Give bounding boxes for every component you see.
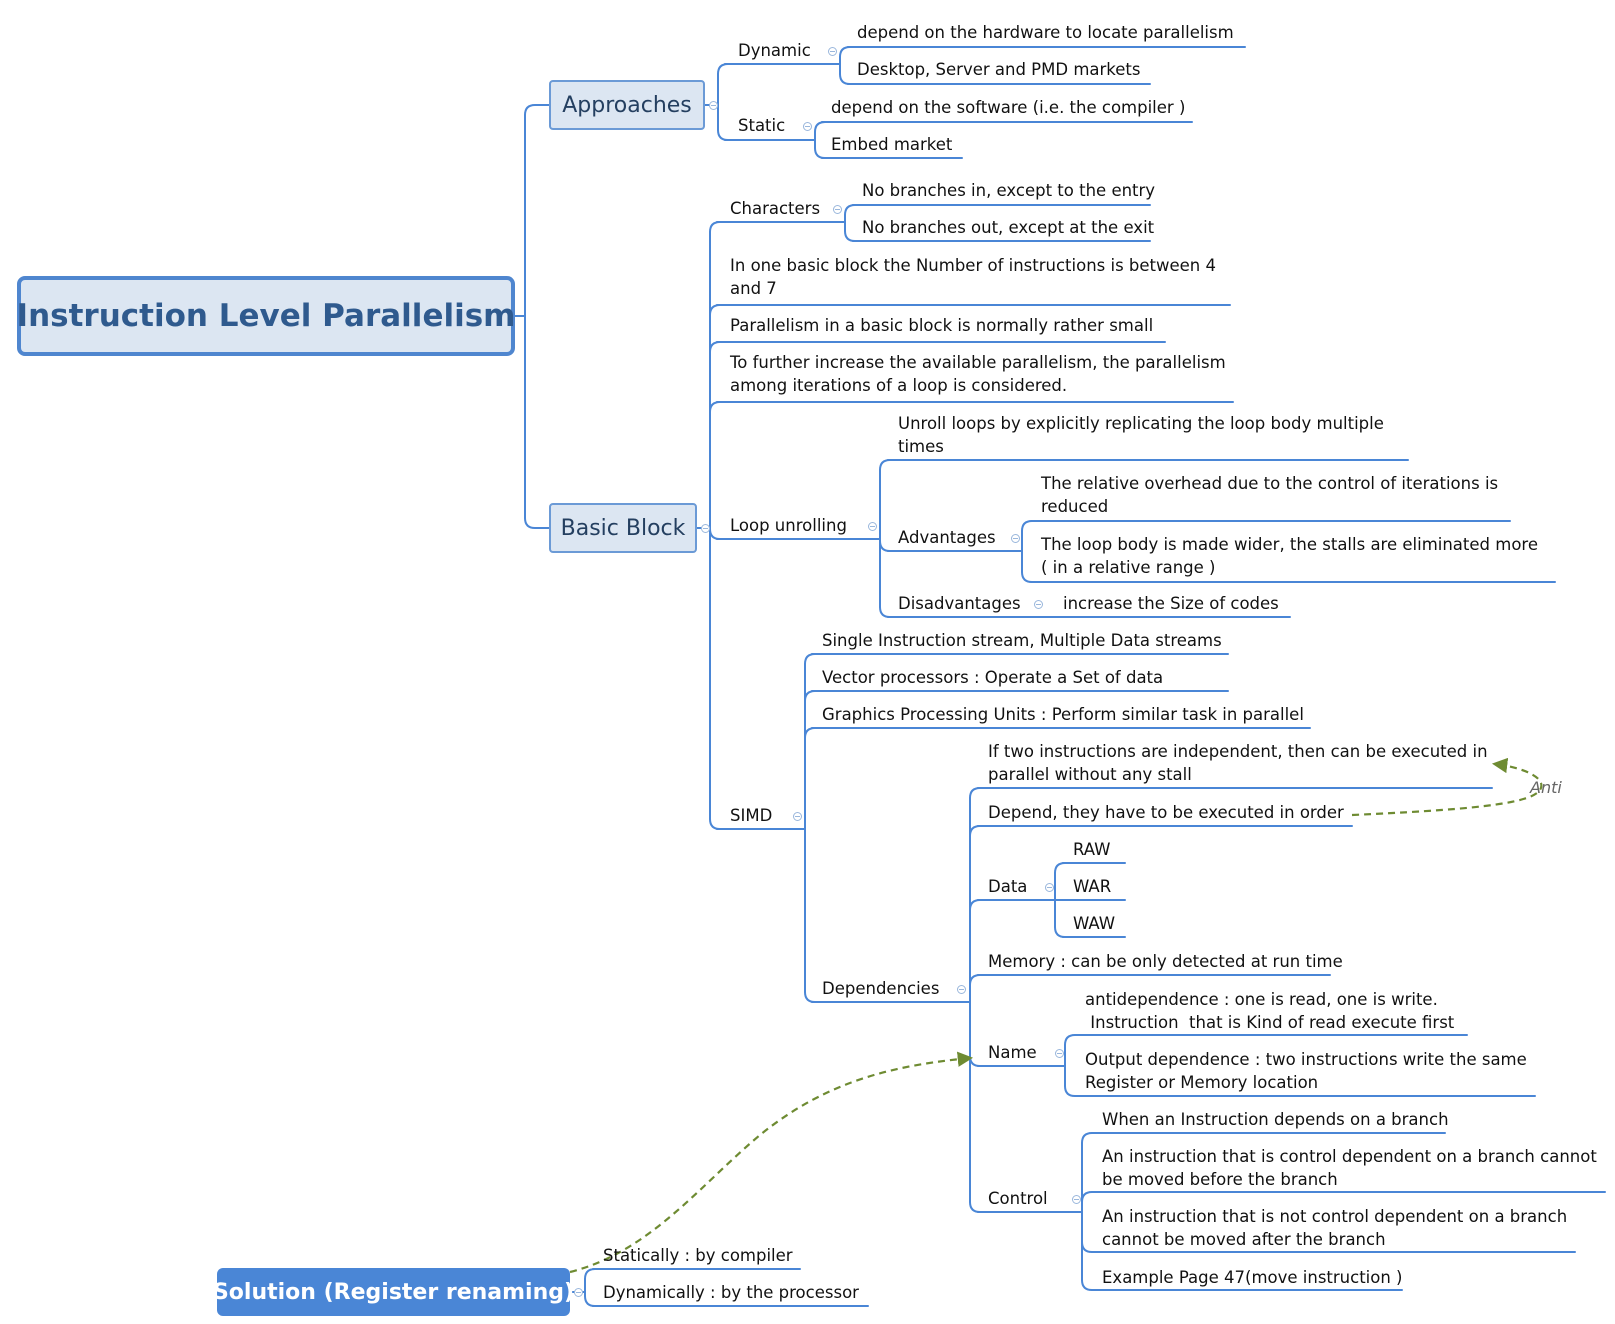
- dependencies-collapse-toggle[interactable]: [957, 985, 966, 994]
- characters-item[interactable]: No branches out, except at the exit: [862, 218, 1155, 237]
- advantages-collapse-toggle[interactable]: [1011, 534, 1020, 543]
- anti-relation-arrow: [1351, 757, 1543, 817]
- dependencies-topic[interactable]: Dependencies: [822, 979, 940, 998]
- name-collapse-toggle[interactable]: [1055, 1049, 1064, 1058]
- approaches-topic[interactable]: Approaches: [549, 80, 705, 130]
- anti-relation-label: Anti: [1530, 778, 1562, 797]
- advantages-topic[interactable]: Advantages: [898, 528, 996, 547]
- dynamic-item[interactable]: Desktop, Server and PMD markets: [857, 60, 1141, 79]
- basic-block-collapse-toggle[interactable]: [701, 524, 710, 533]
- data-item-war[interactable]: WAR: [1073, 877, 1112, 896]
- control-item-line[interactable]: be moved before the branch: [1102, 1170, 1338, 1189]
- static-item[interactable]: Embed market: [831, 135, 953, 154]
- independent-line2[interactable]: parallel without any stall: [988, 765, 1192, 784]
- data-item-raw[interactable]: RAW: [1073, 840, 1111, 859]
- memory-dependence[interactable]: Memory : can be only detected at run tim…: [988, 952, 1343, 971]
- solution-item[interactable]: Statically : by compiler: [603, 1246, 793, 1265]
- unroll-line2[interactable]: times: [898, 437, 944, 456]
- advantage-item-line[interactable]: The relative overhead due to the control…: [1041, 474, 1499, 493]
- simd-item[interactable]: Graphics Processing Units : Perform simi…: [822, 705, 1304, 724]
- depend-in-order[interactable]: Depend, they have to be executed in orde…: [988, 803, 1344, 822]
- independent-line1[interactable]: If two instructions are independent, the…: [988, 742, 1488, 761]
- control-collapse-toggle[interactable]: [1072, 1195, 1081, 1204]
- name-item-line[interactable]: Instruction that is Kind of read execute…: [1085, 1013, 1455, 1032]
- root-topic[interactable]: Instruction Level Parallelism: [17, 276, 515, 356]
- control-item-line[interactable]: An instruction that is control dependent…: [1102, 1147, 1597, 1166]
- disadvantages-collapse-toggle[interactable]: [1034, 600, 1043, 609]
- instructions-count-line1[interactable]: In one basic block the Number of instruc…: [730, 256, 1217, 275]
- control-item-line[interactable]: Example Page 47(move instruction ): [1102, 1268, 1403, 1287]
- characters-collapse-toggle[interactable]: [833, 205, 842, 214]
- control-topic[interactable]: Control: [988, 1189, 1048, 1208]
- dynamic-topic[interactable]: Dynamic: [738, 41, 811, 60]
- name-item-line[interactable]: Register or Memory location: [1085, 1073, 1319, 1092]
- disadvantages-topic[interactable]: Disadvantages: [898, 594, 1021, 613]
- name-item-line[interactable]: Output dependence : two instructions wri…: [1085, 1050, 1527, 1069]
- unroll-line1[interactable]: Unroll loops by explicitly replicating t…: [898, 414, 1384, 433]
- data-collapse-toggle[interactable]: [1045, 883, 1054, 892]
- solution-collapse-toggle[interactable]: [574, 1288, 583, 1297]
- static-topic[interactable]: Static: [738, 116, 786, 135]
- loop-unrolling-collapse-toggle[interactable]: [868, 522, 877, 531]
- control-item-line[interactable]: An instruction that is not control depen…: [1102, 1207, 1568, 1226]
- basic-block-topic[interactable]: Basic Block: [549, 503, 697, 553]
- data-item-waw[interactable]: WAW: [1073, 914, 1116, 933]
- advantage-item-line[interactable]: The loop body is made wider, the stalls …: [1041, 535, 1538, 554]
- data-topic[interactable]: Data: [988, 877, 1028, 896]
- advantage-item-line[interactable]: reduced: [1041, 497, 1109, 516]
- loop-unrolling-topic[interactable]: Loop unrolling: [730, 516, 847, 535]
- simd-topic[interactable]: SIMD: [730, 806, 773, 825]
- name-item-line[interactable]: antidependence : one is read, one is wri…: [1085, 990, 1438, 1009]
- name-topic[interactable]: Name: [988, 1043, 1037, 1062]
- further-line1[interactable]: To further increase the available parall…: [730, 353, 1226, 372]
- characters-topic[interactable]: Characters: [730, 199, 821, 218]
- advantage-item-line[interactable]: ( in a relative range ): [1041, 558, 1216, 577]
- approaches-collapse-toggle[interactable]: [709, 101, 718, 110]
- instructions-count-line2[interactable]: and 7: [730, 279, 777, 298]
- control-item-line[interactable]: cannot be moved after the branch: [1102, 1230, 1386, 1249]
- simd-collapse-toggle[interactable]: [793, 812, 802, 821]
- solution-topic[interactable]: Solution (Register renaming): [213, 1268, 574, 1316]
- static-collapse-toggle[interactable]: [803, 122, 812, 131]
- characters-item[interactable]: No branches in, except to the entry: [862, 181, 1156, 200]
- dynamic-collapse-toggle[interactable]: [828, 47, 837, 56]
- simd-item[interactable]: Single Instruction stream, Multiple Data…: [822, 631, 1222, 650]
- dynamic-item[interactable]: depend on the hardware to locate paralle…: [857, 23, 1234, 42]
- disadvantage-item[interactable]: increase the Size of codes: [1063, 594, 1279, 613]
- solution-item[interactable]: Dynamically : by the processor: [603, 1283, 859, 1302]
- control-item-line[interactable]: When an Instruction depends on a branch: [1102, 1110, 1449, 1129]
- solution-relation-arrow: [569, 1051, 974, 1274]
- static-item[interactable]: depend on the software (i.e. the compile…: [831, 98, 1186, 117]
- small-parallelism[interactable]: Parallelism in a basic block is normally…: [730, 316, 1154, 335]
- further-line2[interactable]: among iterations of a loop is considered…: [730, 376, 1068, 395]
- simd-item[interactable]: Vector processors : Operate a Set of dat…: [822, 668, 1164, 687]
